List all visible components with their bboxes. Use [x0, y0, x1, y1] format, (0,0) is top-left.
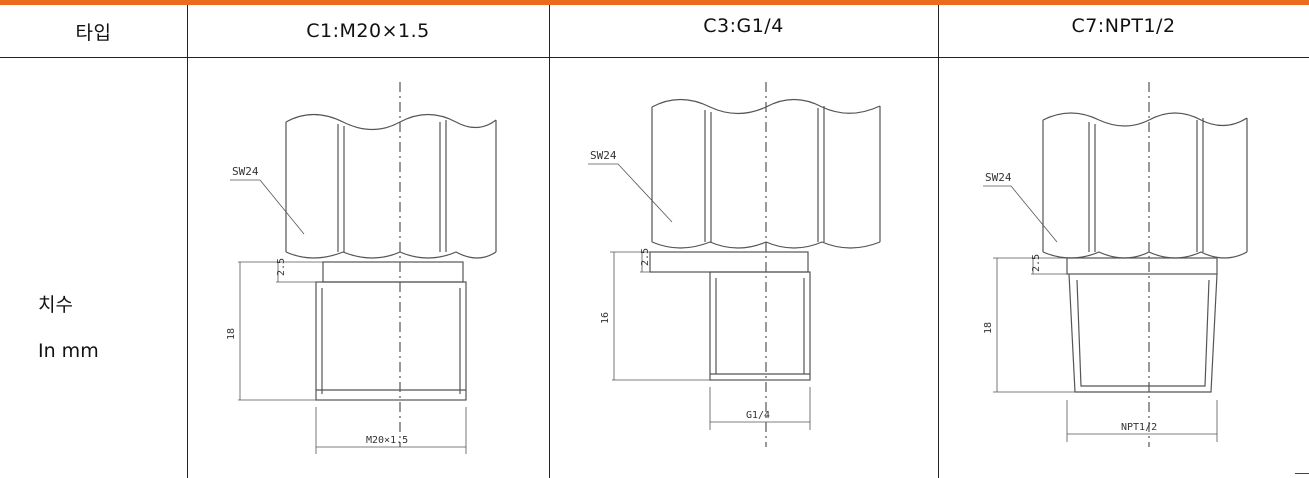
dimension-table [0, 5, 1309, 478]
drawing-c1-dim-length: 18 [226, 328, 237, 340]
row-label-dimensions: 치수 [38, 294, 73, 316]
drawing-c7-thread-label: NPT1/2 [1121, 422, 1157, 433]
header-accent-rule [0, 0, 1309, 5]
header-col-c7: C7:NPT1/2 [1071, 15, 1176, 37]
drawing-c3-dim-length: 16 [600, 312, 611, 324]
column-divider-3 [938, 5, 939, 478]
drawing-c1-thread-label: M20×1.5 [366, 435, 408, 446]
drawing-c3-thread-label: G1/4 [746, 410, 770, 421]
drawing-c3-sw-label: SW24 [590, 149, 617, 162]
drawing-c7-sw-label: SW24 [985, 171, 1012, 184]
header-type-label: 타입 [75, 21, 112, 44]
drawing-c1-sw-label: SW24 [232, 165, 259, 178]
drawing-c7: SW24 2.5 18 NPT1/2 [939, 62, 1307, 462]
drawing-c1-dim-small: 2.5 [276, 258, 287, 276]
drawing-c3: SW24 2.5 16 G1/4 [550, 62, 938, 462]
drawing-c7-dim-length: 18 [983, 322, 994, 334]
drawing-c1: SW24 2.5 18 M20×1.5 [188, 62, 548, 462]
drawing-c7-dim-small: 2.5 [1031, 254, 1042, 272]
header-col-c1: C1:M20×1.5 [306, 20, 430, 42]
header-col-c3: C3:G1/4 [703, 15, 784, 37]
drawing-c3-dim-small: 2.5 [640, 248, 651, 266]
corner-mark [1295, 473, 1309, 478]
header-divider [0, 57, 1309, 58]
column-divider-2 [549, 5, 550, 478]
column-divider-1 [187, 5, 188, 478]
row-label-unit: In mm [38, 340, 99, 362]
